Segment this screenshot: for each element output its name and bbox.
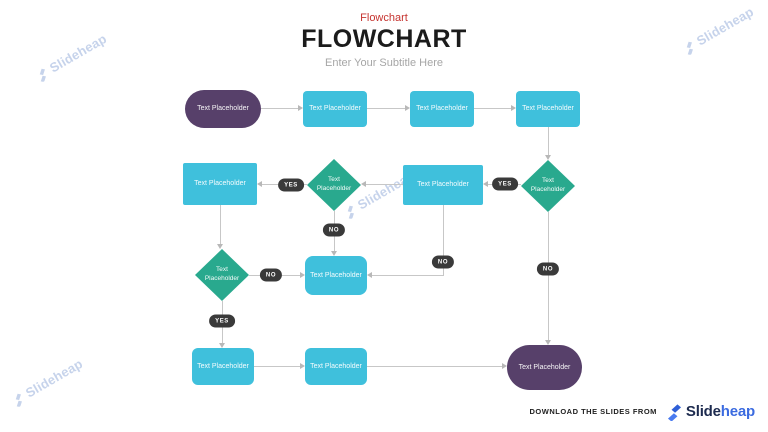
decision-label-no: NO xyxy=(431,255,455,269)
node-label: Text Placeholder xyxy=(194,180,246,188)
arrowhead-right-icon xyxy=(300,271,305,278)
node-label: Text Placeholder xyxy=(309,105,361,113)
eyebrow-label: Flowchart xyxy=(360,12,408,24)
node-label: Text Placeholder xyxy=(316,176,352,192)
arrowhead-left-icon xyxy=(361,180,366,187)
arrowhead-down-icon xyxy=(544,155,551,160)
node-label: Text Placeholder xyxy=(310,271,362,279)
node-label: Text Placeholder xyxy=(310,362,362,370)
footer: DOWNLOAD THE SLIDES FROM Slideheap xyxy=(529,402,755,421)
decision-label-yes: YES xyxy=(209,314,235,328)
node-label: Text Placeholder xyxy=(204,266,240,282)
node-label: Text Placeholder xyxy=(197,105,249,113)
process-node-6: Text Placeholder xyxy=(305,256,367,295)
arrowhead-right-icon xyxy=(502,362,507,369)
watermark-bottom-left: Slideheap xyxy=(8,356,85,409)
connector xyxy=(220,205,221,244)
arrowhead-right-icon xyxy=(405,104,410,111)
process-node-4: Text Placeholder xyxy=(183,163,257,205)
arrowhead-right-icon xyxy=(298,104,303,111)
arrowhead-down-icon xyxy=(330,251,337,256)
slideheap-logo[interactable]: Slideheap xyxy=(665,402,755,421)
brand-slide: Slide xyxy=(685,403,721,420)
node-label: Text Placeholder xyxy=(522,105,574,113)
connector xyxy=(474,108,511,109)
arrowhead-down-icon xyxy=(544,340,551,345)
slideheap-icon xyxy=(9,389,28,408)
decision-node-3: Text Placeholder xyxy=(195,249,249,301)
watermark-text: Slideheap xyxy=(22,355,86,401)
arrowhead-down-icon xyxy=(218,343,225,348)
arrowhead-left-icon xyxy=(483,180,488,187)
arrowhead-left-icon xyxy=(257,180,262,187)
node-label: Text Placeholder xyxy=(416,105,468,113)
slideheap-icon xyxy=(341,201,360,220)
brand-name: Slideheap xyxy=(686,403,755,420)
slideheap-icon xyxy=(667,404,681,421)
arrowhead-right-icon xyxy=(300,362,305,369)
process-node-1: Text Placeholder xyxy=(303,91,367,127)
slide-header: Flowchart FLOWCHART Enter Your Subtitle … xyxy=(0,12,768,69)
decision-label-no: NO xyxy=(259,268,283,282)
decision-label-no: NO xyxy=(536,262,560,276)
connector xyxy=(254,366,300,367)
process-node-5: Text Placeholder xyxy=(403,165,483,205)
process-node-2: Text Placeholder xyxy=(410,91,474,127)
arrowhead-down-icon xyxy=(216,244,223,249)
subtitle: Enter Your Subtitle Here xyxy=(324,57,444,69)
decision-label-yes: YES xyxy=(278,178,304,192)
connector xyxy=(372,275,443,276)
process-node-8: Text Placeholder xyxy=(305,348,367,385)
decision-node-1: Text Placeholder xyxy=(307,159,361,211)
arrowhead-right-icon xyxy=(511,104,516,111)
node-label: Text Placeholder xyxy=(417,181,469,189)
node-label: Text Placeholder xyxy=(197,362,249,370)
connector xyxy=(367,108,405,109)
decision-label-no: NO xyxy=(322,223,346,237)
connector xyxy=(548,127,549,155)
process-node-3: Text Placeholder xyxy=(516,91,580,127)
terminator-end: Text Placeholder xyxy=(507,345,582,390)
connector xyxy=(548,212,549,340)
connector xyxy=(443,205,444,276)
node-label: Text Placeholder xyxy=(530,177,566,193)
terminator-start: Text Placeholder xyxy=(185,90,261,128)
download-label: DOWNLOAD THE SLIDES FROM xyxy=(529,407,657,416)
connector xyxy=(367,366,502,367)
connector xyxy=(261,108,298,109)
decision-node-2: Text Placeholder xyxy=(521,160,575,212)
connector xyxy=(366,184,403,185)
brand-heap: heap xyxy=(720,403,755,420)
node-label: Text Placeholder xyxy=(518,363,571,371)
process-node-7: Text Placeholder xyxy=(192,348,254,385)
arrowhead-left-icon xyxy=(367,271,372,278)
decision-label-yes: YES xyxy=(492,177,518,191)
page-title: FLOWCHART xyxy=(301,25,467,53)
